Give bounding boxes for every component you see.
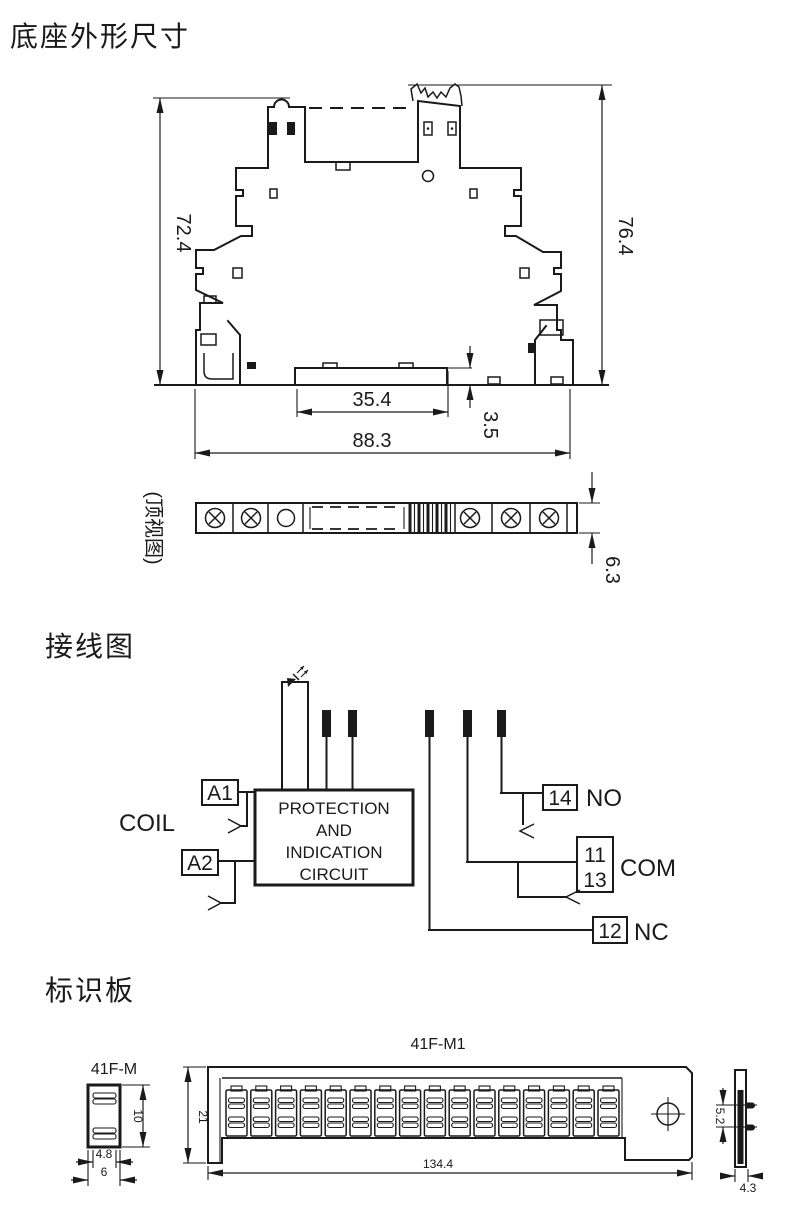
plug-arrow-a2 bbox=[207, 895, 223, 911]
left-wing bbox=[195, 167, 278, 386]
socket-side-view bbox=[154, 82, 609, 386]
top-view-label: (顶视图) bbox=[142, 491, 165, 564]
dim-slot-width: 35.4 bbox=[296, 371, 449, 417]
circuit-line-2: AND bbox=[316, 821, 352, 840]
dim-strip-thickness: 6.3 bbox=[579, 472, 623, 584]
large-plate-label: 41F-M1 bbox=[410, 1036, 465, 1053]
dim-bottom-step: 3.5 bbox=[466, 346, 501, 439]
din-clip bbox=[410, 82, 463, 107]
section-marking-plates: 标识板 41F-M 10 4.8 bbox=[45, 975, 763, 1195]
coil-label: COIL bbox=[119, 810, 175, 837]
dim-text-6: 6 bbox=[101, 1165, 108, 1179]
terminal-pins bbox=[322, 710, 506, 931]
dim-text-5-2: 5.2 bbox=[713, 1108, 727, 1125]
plate-side-view: 5.2 4.3 bbox=[713, 1069, 763, 1195]
dim-text-6-3: 6.3 bbox=[601, 556, 623, 584]
dim-text-21: 21 bbox=[196, 1110, 210, 1124]
socket-top-view: (顶视图) bbox=[142, 472, 623, 584]
a1-label: A1 bbox=[207, 782, 233, 805]
plug-arrow-no bbox=[518, 823, 535, 839]
contact-no: 14 NO bbox=[500, 784, 622, 839]
nc-label: NC bbox=[634, 919, 669, 946]
section-base-dimensions: 底座外形尺寸 bbox=[10, 21, 636, 584]
com-terminal-number-1: 11 bbox=[584, 844, 606, 867]
center-tab bbox=[335, 161, 351, 171]
section-wiring-diagram: 接线图 bbox=[45, 631, 676, 946]
terminal-a2: A2 bbox=[181, 849, 256, 911]
a2-label: A2 bbox=[187, 852, 213, 875]
bottom-channel bbox=[294, 362, 472, 386]
large-plate-41f-m1: 41F-M1 21 bbox=[183, 1036, 693, 1180]
dim-text-3-5: 3.5 bbox=[479, 411, 501, 439]
no-label: NO bbox=[586, 785, 622, 812]
plug-arrow-com bbox=[564, 889, 581, 905]
top-view-hole bbox=[276, 508, 296, 528]
plate-section-title: 标识板 bbox=[45, 975, 135, 1006]
circuit-line-3: INDICATION bbox=[286, 843, 383, 862]
dim-small-width: 6 bbox=[71, 1150, 137, 1186]
small-plate-label: 41F-M bbox=[91, 1061, 137, 1078]
wiring-section-title: 接线图 bbox=[45, 631, 135, 662]
dim-text-4-3: 4.3 bbox=[740, 1181, 757, 1195]
dim-left-height: 72.4 bbox=[153, 97, 290, 385]
dim-text-35-4: 35.4 bbox=[353, 389, 392, 411]
com-terminal-number-2: 13 bbox=[583, 869, 606, 892]
dim-large-height: 21 bbox=[183, 1066, 210, 1164]
led-branch bbox=[281, 665, 309, 791]
plug-arrow-a1 bbox=[227, 818, 243, 834]
right-tower bbox=[410, 82, 463, 183]
dim-small-height: 10 bbox=[122, 1084, 150, 1148]
dim-large-width: 134.4 bbox=[207, 1157, 693, 1180]
dim-right-height: 76.4 bbox=[408, 84, 636, 385]
dim-text-76-4: 76.4 bbox=[614, 217, 636, 256]
dim-text-88-3: 88.3 bbox=[353, 430, 392, 452]
circuit-line-1: PROTECTION bbox=[278, 799, 389, 818]
dim-text-72-4: 72.4 bbox=[172, 214, 194, 253]
dim-text-134-4: 134.4 bbox=[423, 1157, 453, 1171]
mounting-hole bbox=[651, 1097, 685, 1131]
led-icon bbox=[287, 665, 309, 687]
protection-circuit-box: PROTECTION AND INDICATION CIRCUIT bbox=[253, 788, 415, 887]
contact-nc: 12 NC bbox=[428, 916, 669, 946]
com-label: COM bbox=[620, 855, 676, 882]
dim-text-4-8: 4.8 bbox=[96, 1147, 113, 1161]
dim-small-slot-width: 4.8 bbox=[76, 1147, 133, 1168]
dim-side-width: 4.3 bbox=[720, 1169, 763, 1195]
top-view-ribs bbox=[408, 504, 452, 532]
dim-overall-width: 88.3 bbox=[194, 389, 571, 459]
no-terminal-number: 14 bbox=[548, 787, 572, 810]
nc-terminal-number: 12 bbox=[598, 920, 621, 943]
circuit-line-4: CIRCUIT bbox=[300, 865, 369, 884]
dim-side-gap: 5.2 bbox=[713, 1088, 757, 1144]
terminal-a1: A1 bbox=[201, 779, 256, 834]
right-wing bbox=[461, 167, 574, 386]
left-tower bbox=[267, 98, 306, 169]
dim-text-10: 10 bbox=[131, 1109, 145, 1123]
contact-com: 11 13 COM bbox=[466, 836, 676, 905]
small-plate-41f-m: 41F-M 10 4.8 bbox=[71, 1061, 150, 1186]
base-section-title: 底座外形尺寸 bbox=[10, 21, 190, 52]
